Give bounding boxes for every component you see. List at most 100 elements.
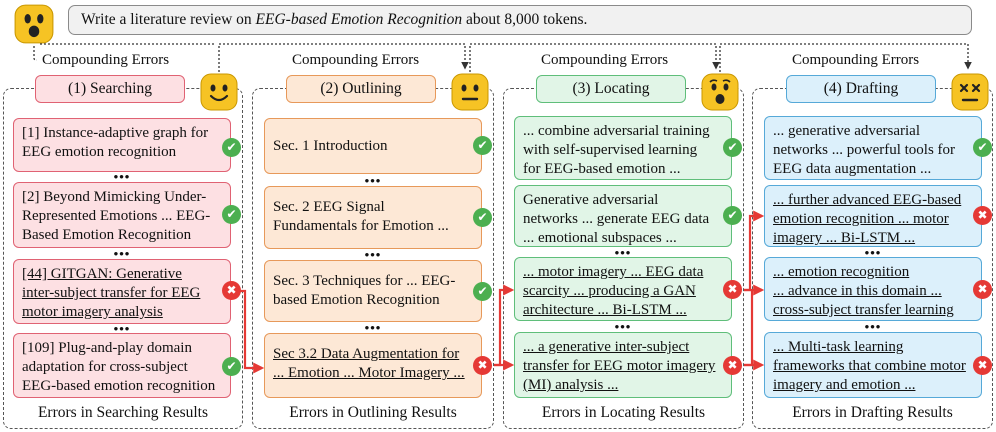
item-line: for EEG-based emotion ... — [523, 161, 681, 177]
item-line: EEG-based emotion recognition — [22, 378, 216, 394]
locating-footer: Errors in Locating Results — [541, 404, 706, 421]
item-line: cross-subject transfer learning — [773, 302, 954, 318]
cross-icon: ✖ — [723, 280, 742, 299]
cross-icon: ✖ — [473, 356, 492, 375]
compounding-arrow-4 — [719, 43, 972, 72]
item-line: motor imagery analysis — [22, 304, 163, 320]
drafting-footer: Errors in Drafting Results — [792, 404, 953, 421]
searching-stage-label: (1) Searching — [35, 75, 185, 103]
item-line: ... advance in this domain ... — [773, 283, 942, 299]
ellipsis-divider: ••• — [113, 246, 131, 261]
item-line: [109] Plug-and-play domain — [22, 340, 192, 356]
item-line: Represented Emotions ... EEG- — [22, 208, 211, 224]
cross-icon: ✖ — [222, 281, 241, 300]
ellipsis-divider: ••• — [364, 320, 382, 335]
compounding-arrow-1 — [33, 46, 37, 61]
item-line: Sec. 3 Techniques for ... EEG- — [273, 273, 456, 289]
error-path-locate-to-draft-a — [744, 210, 765, 292]
check-icon: ✔ — [473, 208, 492, 227]
outline-section-3: Sec. 3 Techniques for ... EEG-based Emot… — [264, 260, 482, 322]
item-line: Sec 3.2 Data Augmentation for — [273, 346, 460, 362]
ellipsis-divider: ••• — [113, 169, 131, 184]
prompt-after: about 8,000 tokens. — [462, 11, 588, 28]
item-line: Based Emotion Recognition — [22, 227, 192, 243]
ellipsis-divider: ••• — [364, 247, 382, 262]
locating-face — [700, 72, 740, 112]
prompt-before: Write a literature review on — [81, 11, 256, 28]
item-line: [2] Beyond Mimicking Under- — [22, 189, 207, 205]
item-text: [44] GITGAN: Generative inter-subject tra… — [22, 265, 222, 322]
item-line: scarcity ... producing a GAN — [523, 283, 696, 299]
ellipsis-divider: ••• — [864, 319, 882, 334]
item-line: ... emotion recognition — [773, 264, 910, 280]
item-line: EEG data augmentation ... — [773, 161, 932, 177]
item-line: imagery ... Bi-LSTM ... — [773, 230, 916, 246]
check-icon: ✔ — [222, 138, 241, 157]
ellipsis-divider: ••• — [364, 173, 382, 188]
check-icon: ✔ — [723, 138, 742, 157]
item-text: [2] Beyond Mimicking Under- Represented E… — [22, 188, 222, 245]
search-result-2: [2] Beyond Mimicking Under- Represented E… — [13, 182, 231, 248]
item-text: ... emotion recognition ... advance in th… — [773, 263, 973, 320]
item-line: (MI) analysis ... — [523, 377, 619, 393]
item-line: networks ... powerful tools for — [773, 142, 956, 158]
compounding-errors-label-4: Compounding Errors — [792, 52, 920, 68]
locating-stage-label: (3) Locating — [536, 75, 686, 103]
item-line: ... generative adversarial — [773, 123, 921, 139]
ellipsis-divider: ••• — [614, 319, 632, 334]
item-line: imagery and emotion ... — [773, 377, 916, 393]
check-icon: ✔ — [723, 206, 742, 225]
item-line: [44] GITGAN: Generative — [22, 266, 182, 282]
item-line: EEG emotion recognition — [22, 144, 177, 160]
item-text: ... generative adversarial networks ... p… — [773, 122, 973, 179]
outline-section-3-2: Sec 3.2 Data Augmentation for ... Emotion… — [264, 333, 482, 398]
item-line: based Emotion Recognition — [273, 292, 440, 308]
item-line: inter-subject transfer for EEG — [22, 285, 201, 301]
error-path-search-to-outline — [231, 289, 265, 374]
outlining-stage-label: (2) Outlining — [286, 75, 436, 103]
ellipsis-divider: ••• — [614, 245, 632, 260]
searching-face — [199, 72, 239, 112]
item-line: ... emotional subspaces ... — [523, 230, 677, 246]
compounding-errors-label-2: Compounding Errors — [292, 52, 420, 68]
item-line: ... motor imagery ... EEG data — [523, 264, 704, 280]
item-line: Fundamentals for Emotion ... — [273, 218, 449, 234]
user-avatar-face — [13, 3, 55, 45]
located-passage-3: ... motor imagery ... EEG data scarcity .… — [514, 257, 732, 321]
drafting-face — [950, 72, 990, 112]
cross-icon: ✖ — [973, 206, 992, 225]
outlining-footer: Errors in Outlining Results — [289, 404, 457, 421]
task-prompt: Write a literature review on EEG-based E… — [68, 5, 972, 35]
item-text: ... Multi-task learning frameworks that c… — [773, 338, 973, 395]
compounding-errors-label-3: Compounding Errors — [541, 52, 669, 68]
search-result-109: [109] Plug-and-play domain adaptation for… — [13, 333, 231, 398]
item-line: ... Emotion ... Motor Imagery ... — [273, 365, 465, 381]
item-line: ... Multi-task learning — [773, 339, 904, 355]
item-line: adaptation for cross-subject — [22, 359, 188, 375]
item-line: networks ... generate EEG data — [523, 211, 710, 227]
item-line: ... combine adversarial training — [523, 123, 710, 139]
item-line: ... a generative inter-subject — [523, 339, 690, 355]
item-line: Sec. 1 Introduction — [273, 138, 388, 154]
item-line: ... further advanced EEG-based — [773, 192, 962, 208]
compounding-arrow-3 — [469, 43, 720, 72]
item-line: [1] Instance-adaptive graph for — [22, 125, 209, 141]
item-line: Sec. 2 EEG Signal — [273, 199, 385, 215]
draft-paragraph-4: ... Multi-task learning frameworks that c… — [764, 332, 982, 398]
drafting-stage-label: (4) Drafting — [786, 75, 936, 103]
item-line: frameworks that combine motor — [773, 358, 966, 374]
check-icon: ✔ — [473, 136, 492, 155]
compounding-errors-label-1: Compounding Errors — [42, 52, 170, 68]
search-result-44: [44] GITGAN: Generative inter-subject tra… — [13, 259, 231, 324]
